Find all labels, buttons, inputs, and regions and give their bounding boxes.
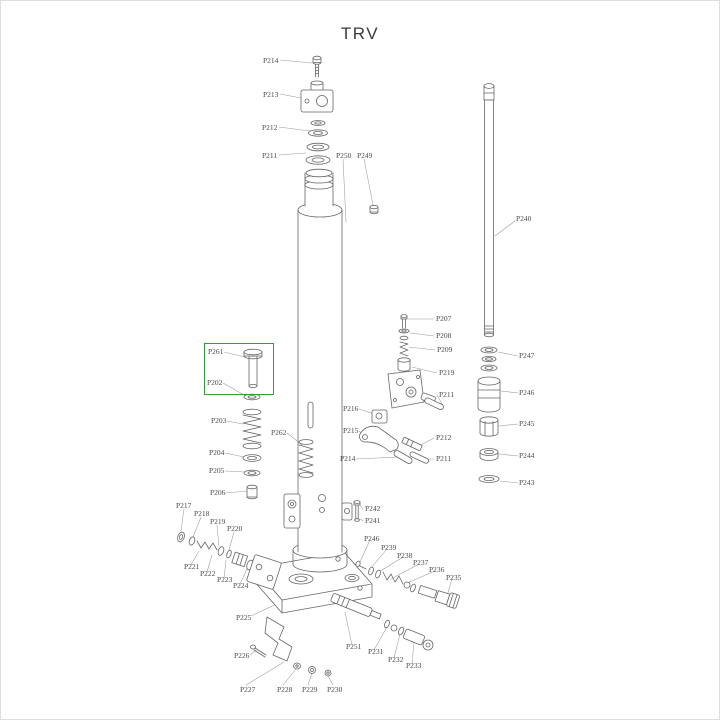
part-label-p233: P233 xyxy=(406,661,422,670)
part-label-p216: P216 xyxy=(343,404,359,413)
highlight-box xyxy=(204,343,274,395)
right-tab xyxy=(341,502,353,521)
part-label-p236: P236 xyxy=(429,565,445,574)
part-label-p215: P215 xyxy=(343,426,359,435)
washer-p243 xyxy=(478,475,500,483)
part-label-p226: P226 xyxy=(234,651,250,660)
part-p206 xyxy=(246,484,258,500)
part-label-p246: P246 xyxy=(364,534,380,543)
part-label-p238: P238 xyxy=(397,551,413,560)
part-label-p208: P208 xyxy=(436,331,452,340)
part-label-p228: P228 xyxy=(277,685,293,694)
ram-piston xyxy=(304,168,334,207)
part-label-p250: P250 xyxy=(336,151,352,160)
block-p213 xyxy=(300,80,334,113)
washer-p202 xyxy=(243,393,261,401)
part-label-p211: P211 xyxy=(439,390,455,399)
washer-p204 xyxy=(242,454,262,462)
washer-p205 xyxy=(243,469,261,477)
part-label-p219: P219 xyxy=(210,517,226,526)
part-label-p222: P222 xyxy=(200,569,216,578)
screw-p214 xyxy=(312,55,322,78)
part-label-p214: P214 xyxy=(263,56,279,65)
part-label-p230: P230 xyxy=(327,685,343,694)
washers-p212 xyxy=(308,120,328,137)
part-label-p220: P220 xyxy=(227,524,243,533)
bottom-right-chain xyxy=(355,560,460,609)
part-label-p247: P247 xyxy=(519,351,535,360)
plunger-chain xyxy=(330,593,434,651)
ring-p244 xyxy=(479,448,499,461)
part-label-p249: P249 xyxy=(357,151,373,160)
main-cylinder xyxy=(297,202,343,553)
part-label-p225: P225 xyxy=(236,613,252,622)
part-label-p237: P237 xyxy=(413,558,429,567)
part-label-p205: P205 xyxy=(209,466,225,475)
cylinder-boss xyxy=(292,540,348,573)
nut-p249 xyxy=(369,204,379,215)
nut-p245 xyxy=(479,416,499,437)
pins-lower xyxy=(401,436,429,464)
part-label-p211: P211 xyxy=(262,151,278,160)
bolt-p242 xyxy=(353,500,361,522)
part-label-p235: P235 xyxy=(446,573,462,582)
pump-rod-p240 xyxy=(483,83,495,338)
part-label-p212: P212 xyxy=(436,433,452,442)
part-label-p212: P212 xyxy=(262,123,278,132)
part-label-p204: P204 xyxy=(209,448,225,457)
diagram-title: TRV xyxy=(340,24,380,43)
part-label-p229: P229 xyxy=(302,685,318,694)
part-label-p209: P209 xyxy=(437,345,453,354)
side-bracket xyxy=(283,493,301,529)
part-label-p223: P223 xyxy=(217,575,233,584)
part-label-p217: P217 xyxy=(176,501,192,510)
part-label-p240: P240 xyxy=(516,214,532,223)
part-label-p218: P218 xyxy=(194,509,210,518)
washers-p247 xyxy=(480,346,498,372)
part-label-p227: P227 xyxy=(240,685,256,694)
part-label-p206: P206 xyxy=(210,488,226,497)
part-label-p221: P221 xyxy=(184,562,200,571)
spring-p203 xyxy=(242,408,262,450)
part-label-p245: P245 xyxy=(519,419,535,428)
part-label-p246: P246 xyxy=(519,388,535,397)
leader-lines xyxy=(180,59,519,686)
part-label-p242: P242 xyxy=(365,504,381,513)
part-label-p241: P241 xyxy=(365,516,381,525)
part-label-p243: P243 xyxy=(519,478,535,487)
part-label-p207: P207 xyxy=(436,314,452,323)
part-label-p202: P202 xyxy=(207,378,223,387)
sleeve-p246 xyxy=(477,376,501,413)
part-label-p262: P262 xyxy=(271,428,287,437)
part-label-p211: P211 xyxy=(436,454,452,463)
part-label-p232: P232 xyxy=(388,655,404,664)
pin-p261 xyxy=(243,348,263,388)
part-label-p239: P239 xyxy=(381,543,397,552)
bottom-lever-cluster xyxy=(250,616,332,677)
part-label-p214: P214 xyxy=(340,454,356,463)
part-label-p203: P203 xyxy=(211,416,227,425)
part-label-p261: P261 xyxy=(208,347,224,356)
part-label-p224: P224 xyxy=(233,581,249,590)
part-label-p219: P219 xyxy=(439,368,455,377)
part-label-p251: P251 xyxy=(346,642,362,651)
bottom-left-chain xyxy=(177,531,282,590)
part-label-p244: P244 xyxy=(519,451,535,460)
valve-cluster xyxy=(387,314,444,411)
handle-lever-cluster xyxy=(359,409,413,464)
spring-p262 xyxy=(298,439,314,478)
part-label-p213: P213 xyxy=(263,90,279,99)
rings-p211 xyxy=(305,142,331,165)
part-label-p231: P231 xyxy=(368,647,384,656)
